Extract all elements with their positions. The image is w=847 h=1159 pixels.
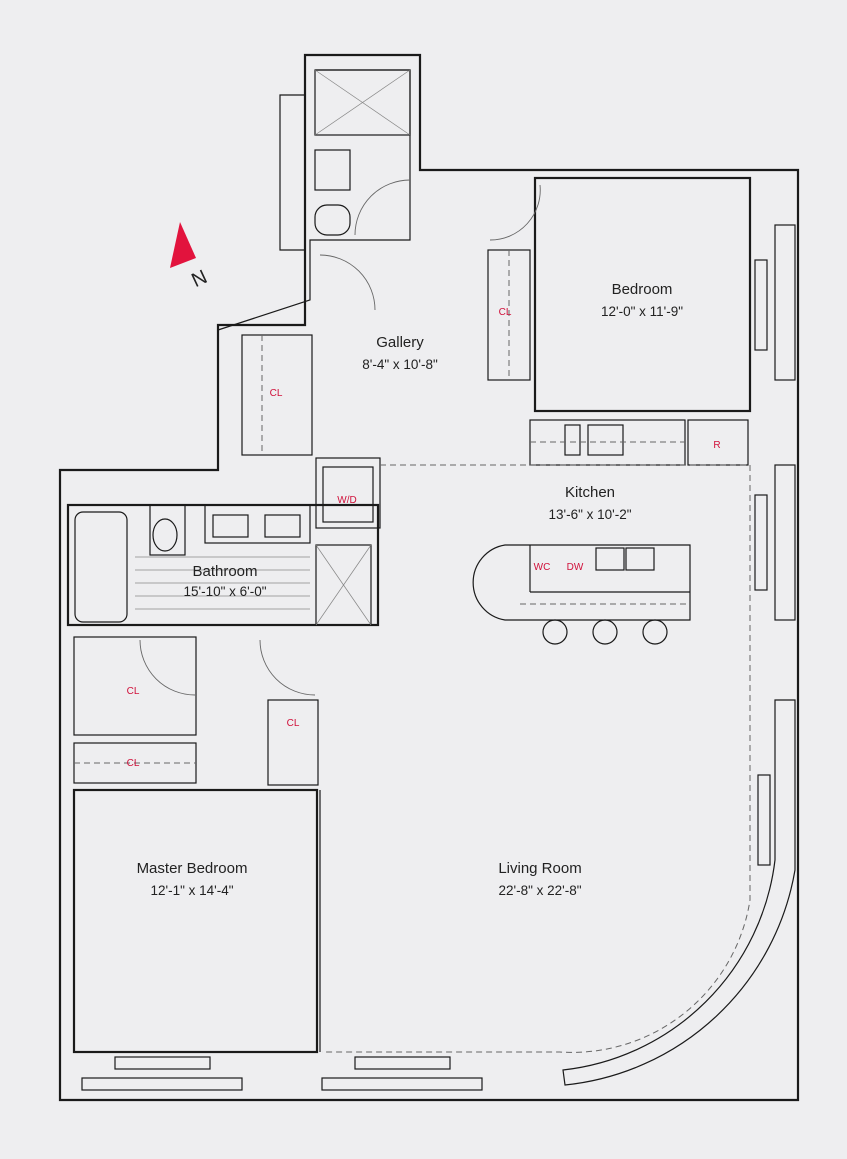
stool [592, 619, 618, 645]
bedroom-dims: 12'-0" x 11'-9" [601, 304, 683, 319]
window [754, 259, 768, 351]
closet-label: CL [287, 718, 300, 729]
window [757, 774, 771, 866]
island-sink-right [625, 547, 655, 571]
window [774, 224, 796, 381]
hall-closet [267, 699, 319, 786]
interior-walls [66, 176, 796, 1091]
powder-sink [314, 149, 351, 191]
window [81, 1077, 243, 1091]
gallery-name: Gallery [376, 334, 424, 351]
master-bedroom-dims: 12'-1" x 14'-4" [150, 883, 233, 898]
closet-label: CL [270, 388, 283, 399]
dishwasher-label: DW [567, 562, 584, 573]
gallery-dims: 8'-4" x 10'-8" [362, 357, 438, 372]
window [354, 1056, 451, 1070]
bathtub [74, 511, 128, 623]
closet-label: CL [127, 758, 140, 769]
island-sink-left [595, 547, 625, 571]
wine-cooler-label: WC [534, 562, 551, 573]
refrigerator [687, 419, 749, 466]
washer-dryer-label: W/D [337, 495, 356, 506]
bedroom-walls [533, 176, 752, 413]
toilet [149, 504, 186, 556]
bedroom-name: Bedroom [612, 281, 673, 298]
shower [314, 69, 411, 136]
gallery-closet [241, 334, 313, 456]
curved-window [562, 699, 796, 1086]
master-bedroom-name: Master Bedroom [137, 860, 248, 877]
exterior-walls [58, 53, 800, 1102]
window [754, 494, 768, 591]
room-labels: Bedroom 12'-0" x 11'-9" Gallery 8'-4" x … [137, 281, 684, 898]
stool [542, 619, 568, 645]
kitchen-name: Kitchen [565, 484, 615, 501]
powder-toilet [314, 204, 351, 236]
living-room-name: Living Room [498, 860, 581, 877]
refrigerator-label: R [713, 440, 720, 451]
bathroom-dims: 15'-10" x 6'-0" [183, 584, 266, 599]
double-vanity [204, 504, 311, 544]
stool [642, 619, 668, 645]
master-bedroom-walls [72, 788, 319, 1054]
north-arrow-icon [170, 222, 196, 268]
bath-shower [315, 544, 372, 626]
laundry-closet [315, 457, 381, 529]
window [114, 1056, 211, 1070]
fixture-labels: CL CL R W/D WC DW CL CL CL [127, 307, 721, 769]
window [321, 1077, 483, 1091]
bathroom-name: Bathroom [192, 563, 257, 580]
closet-label: CL [127, 686, 140, 697]
closet-upper [73, 636, 197, 736]
window [774, 464, 796, 621]
cooktop [587, 424, 624, 456]
kitchen-island [472, 544, 691, 621]
living-room-dims: 22'-8" x 22'-8" [498, 883, 581, 898]
kitchen-dims: 13'-6" x 10'-2" [548, 507, 631, 522]
closet-label: CL [499, 307, 512, 318]
